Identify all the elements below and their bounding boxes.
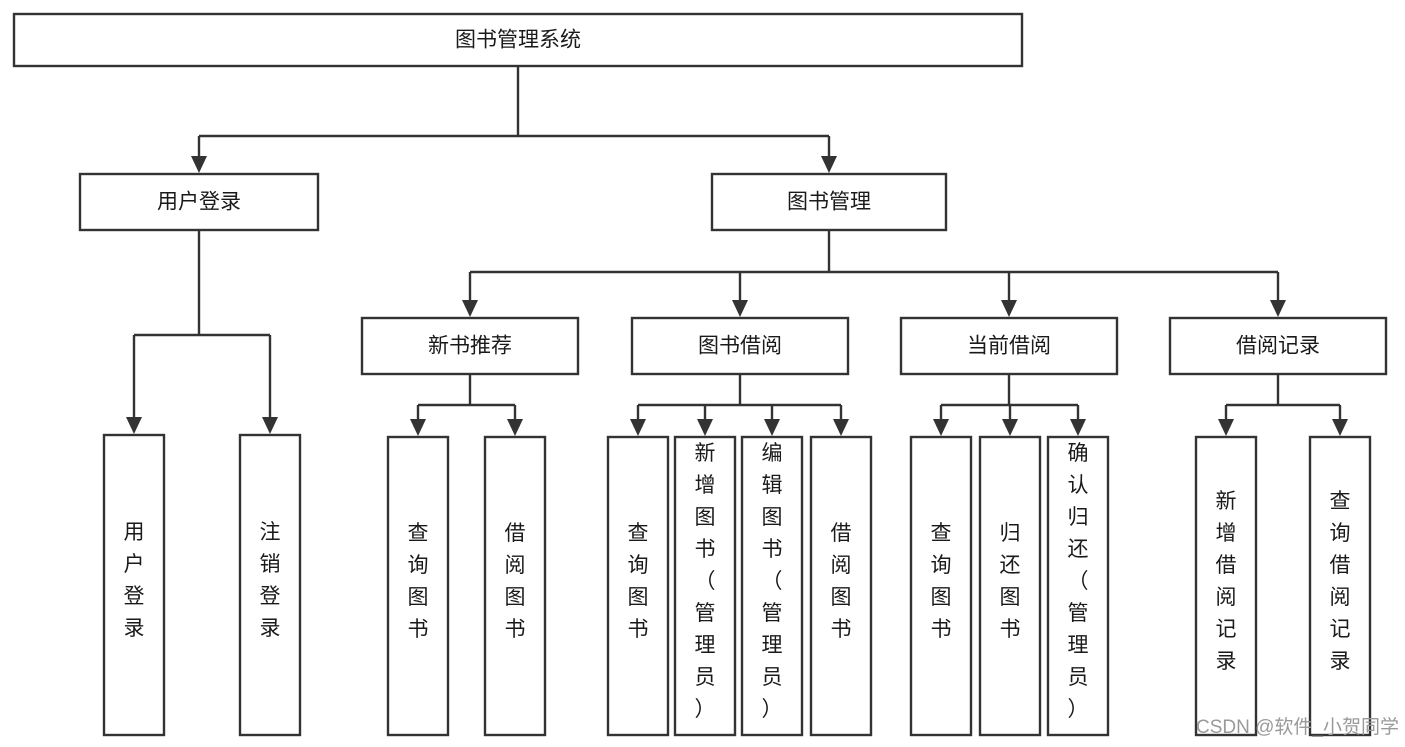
node-br-query-record[interactable]: 查询借阅记录 (1308, 435, 1372, 737)
node-nbr-query-book[interactable]: 查询图书 (386, 435, 450, 737)
node-label: 新书推荐 (428, 335, 512, 358)
node-new-book-recommend[interactable]: 新书推荐 (360, 316, 580, 376)
node-bb-query-book[interactable]: 查询图书 (606, 435, 670, 737)
node-cb-return-book[interactable]: 归还图书 (978, 435, 1042, 737)
node-label: 当前借阅 (967, 335, 1051, 358)
node-root[interactable]: 图书管理系统 (12, 12, 1024, 68)
node-box[interactable] (606, 435, 670, 737)
arrow-head (462, 300, 478, 317)
node-book-borrow[interactable]: 图书借阅 (630, 316, 850, 376)
arrow-head (821, 156, 837, 173)
node-cb-confirm-return[interactable]: 确认归还（管理员） (1046, 435, 1110, 737)
node-box[interactable] (360, 316, 580, 376)
node-label: 用户登录 (124, 521, 145, 640)
node-borrow-records[interactable]: 借阅记录 (1168, 316, 1388, 376)
node-bb-borrow-book[interactable]: 借阅图书 (809, 435, 873, 737)
arrow-head (507, 419, 523, 436)
node-label: 借阅记录 (1236, 335, 1320, 358)
node-user-login-leaf[interactable]: 用户登录 (102, 433, 166, 737)
node-br-add-record[interactable]: 新增借阅记录 (1194, 435, 1258, 737)
node-bb-add-book[interactable]: 新增图书（管理员） (673, 435, 737, 737)
arrow-head (191, 156, 207, 173)
arrow-head (1270, 300, 1286, 317)
node-box[interactable] (238, 433, 302, 737)
arrow-head (126, 417, 142, 434)
node-label: 确认归还（管理员） (1068, 442, 1089, 721)
arrow-head (1332, 419, 1348, 436)
nodes-layer: 图书管理系统用户登录用户登录注销登录图书管理新书推荐查询图书借阅图书图书借阅查询… (12, 12, 1388, 737)
node-user-logout-leaf[interactable]: 注销登录 (238, 433, 302, 737)
node-box[interactable] (102, 433, 166, 737)
node-box[interactable] (740, 435, 804, 737)
arrow-head (1001, 300, 1017, 317)
node-box[interactable] (386, 435, 450, 737)
node-label: 查询图书 (408, 522, 429, 641)
node-box[interactable] (78, 172, 320, 232)
node-label: 注销登录 (260, 521, 281, 640)
arrow-head (933, 419, 949, 436)
node-cb-query-book[interactable]: 查询图书 (909, 435, 973, 737)
node-box[interactable] (909, 435, 973, 737)
node-box[interactable] (630, 316, 850, 376)
arrow-head (630, 419, 646, 436)
arrow-head (1002, 419, 1018, 436)
node-box[interactable] (809, 435, 873, 737)
node-bb-edit-book[interactable]: 编辑图书（管理员） (740, 435, 804, 737)
node-label: 查询图书 (628, 522, 649, 641)
node-book-management[interactable]: 图书管理 (710, 172, 948, 232)
connectors-layer (126, 66, 1348, 436)
node-box[interactable] (899, 316, 1119, 376)
node-box[interactable] (12, 12, 1024, 68)
node-box[interactable] (483, 435, 547, 737)
node-label: 查询图书 (931, 522, 952, 641)
node-current-borrow[interactable]: 当前借阅 (899, 316, 1119, 376)
node-label: 新增图书（管理员） (695, 442, 716, 721)
arrow-head (697, 419, 713, 436)
node-box[interactable] (978, 435, 1042, 737)
arrow-head (1218, 419, 1234, 436)
node-label: 借阅图书 (505, 522, 526, 641)
node-label: 用户登录 (157, 191, 241, 214)
node-box[interactable] (1168, 316, 1388, 376)
node-label: 图书管理系统 (455, 29, 581, 52)
node-label: 图书管理 (787, 191, 871, 214)
arrow-head (732, 300, 748, 317)
node-user-login[interactable]: 用户登录 (78, 172, 320, 232)
node-box[interactable] (1046, 435, 1110, 737)
node-box[interactable] (673, 435, 737, 737)
arrow-head (764, 419, 780, 436)
node-label: 归还图书 (1000, 522, 1021, 641)
arrow-head (262, 417, 278, 434)
node-label: 借阅图书 (831, 522, 852, 641)
node-label: 图书借阅 (698, 335, 782, 358)
arrow-head (833, 419, 849, 436)
node-box[interactable] (1194, 435, 1258, 737)
node-label: 查询借阅记录 (1330, 490, 1351, 673)
node-box[interactable] (1308, 435, 1372, 737)
arrow-head (1070, 419, 1086, 436)
node-label: 新增借阅记录 (1216, 490, 1237, 673)
arrow-head (410, 419, 426, 436)
node-box[interactable] (710, 172, 948, 232)
node-nbr-borrow-book[interactable]: 借阅图书 (483, 435, 547, 737)
node-label: 编辑图书（管理员） (762, 442, 783, 721)
